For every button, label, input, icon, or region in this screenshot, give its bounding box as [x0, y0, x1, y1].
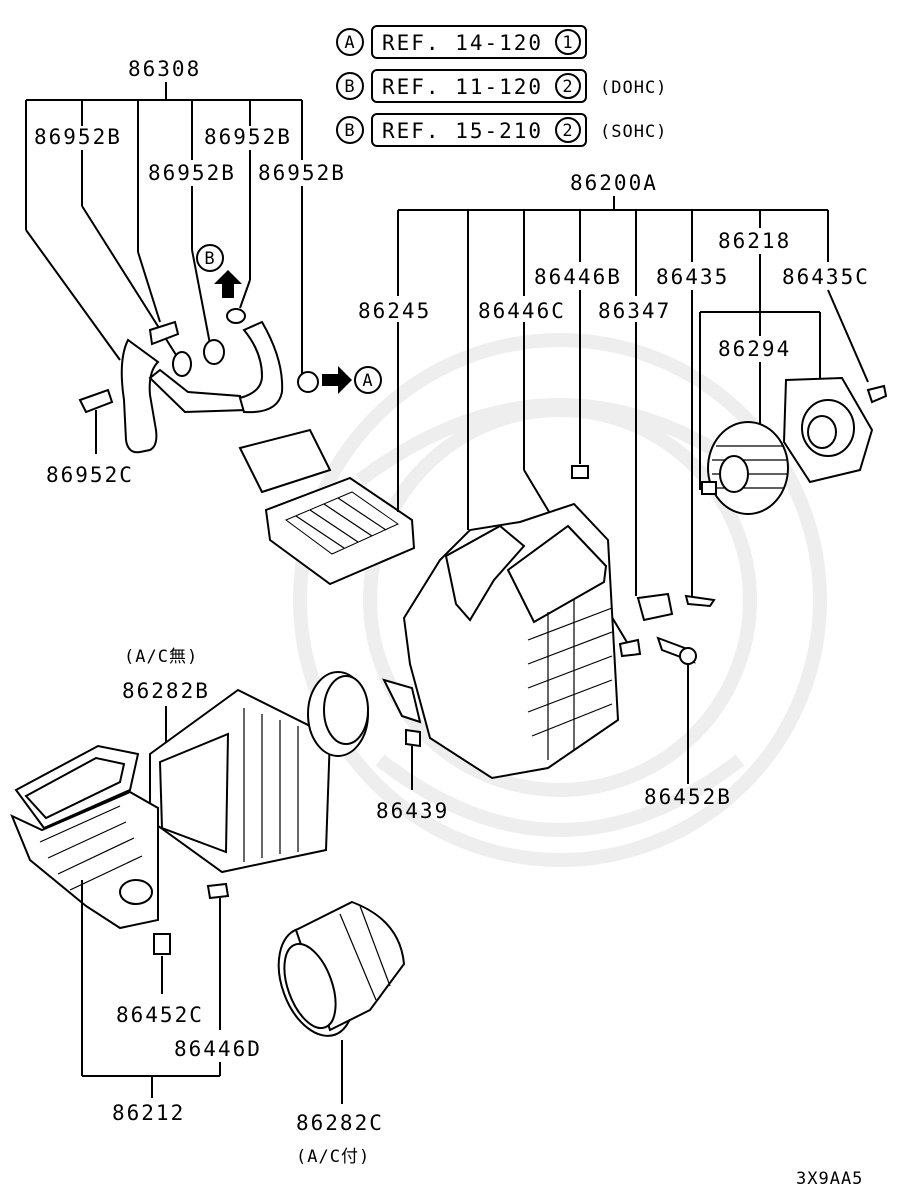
- ref-note-sohc: (SOHC): [600, 122, 667, 142]
- heater-hose-assembly: [78, 308, 319, 454]
- label-86212: 86212: [112, 1101, 185, 1125]
- ref-circle-a: [336, 28, 364, 56]
- label-86218: 86218: [718, 229, 791, 253]
- blower-motor: [701, 376, 888, 515]
- ref-box-2: [371, 69, 587, 103]
- note-ac-without: (A/C無): [124, 647, 198, 667]
- ref-text-2: REF. 11-120: [382, 75, 543, 99]
- label-86952b-2: 86952B: [204, 125, 292, 149]
- label-86952b-4: 86952B: [258, 161, 346, 185]
- svg-text:B: B: [204, 249, 215, 269]
- label-86308: 86308: [128, 57, 201, 81]
- label-86282b: 86282B: [122, 679, 210, 703]
- heater-core: [238, 428, 416, 586]
- note-ac-with: (A/C付): [296, 1147, 370, 1167]
- label-86446b: 86446B: [534, 265, 622, 289]
- ref-num-2: 2: [562, 77, 573, 97]
- small-fasteners-lower: [153, 882, 230, 955]
- callout-b: B: [196, 244, 242, 298]
- label-86452c: 86452C: [116, 1003, 204, 1027]
- leader-86212: [81, 880, 221, 1098]
- diagram-code: 3X9AA5: [796, 1169, 863, 1187]
- intake-duct-86282c: [277, 900, 406, 1037]
- svg-text:A: A: [362, 371, 373, 391]
- label-86435: 86435: [656, 265, 729, 289]
- label-86952b-3: 86952B: [148, 161, 236, 185]
- ref-row-2: B REF. 11-120 2 (DOHC): [336, 69, 667, 103]
- label-86439: 86439: [376, 799, 449, 823]
- ref-note-dohc: (DOHC): [600, 78, 667, 98]
- intake-duct-86282b: [149, 671, 369, 874]
- heater-case: [382, 502, 620, 780]
- label-86200a: 86200A: [570, 171, 658, 195]
- ref-box-1: [371, 25, 587, 59]
- label-86294: 86294: [718, 337, 791, 361]
- ref-text-1: REF. 14-120: [382, 31, 543, 55]
- label-86952b-1: 86952B: [34, 125, 122, 149]
- label-86282c: 86282C: [296, 1111, 384, 1135]
- label-86952c: 86952C: [46, 463, 134, 487]
- label-86245: 86245: [358, 299, 431, 323]
- watermark-emblem: [293, 333, 827, 867]
- label-86446d: 86446D: [174, 1037, 262, 1061]
- label-86446c: 86446C: [478, 299, 566, 323]
- label-86435c: 86435C: [782, 265, 870, 289]
- callout-a: A: [322, 366, 382, 394]
- ref-row-1: A REF. 14-120 1: [336, 25, 587, 59]
- ref-box-3: [371, 113, 587, 147]
- leader-86308: [25, 82, 303, 361]
- case-clips: [405, 465, 716, 748]
- ref-text-3: REF. 15-210: [382, 119, 543, 143]
- ref-num-1: 1: [562, 33, 573, 53]
- ref-circle-b-2: B: [344, 121, 355, 141]
- ref-circle-a-letter: A: [344, 33, 355, 53]
- label-86452b: 86452B: [644, 785, 732, 809]
- air-intake-box: [10, 744, 159, 930]
- ref-num-3: 2: [562, 121, 573, 141]
- ref-row-3: B REF. 15-210 2 (SOHC): [336, 113, 667, 147]
- leader-86200a: [397, 196, 829, 530]
- ref-circle-b-1: B: [344, 77, 355, 97]
- label-86347: 86347: [598, 299, 671, 323]
